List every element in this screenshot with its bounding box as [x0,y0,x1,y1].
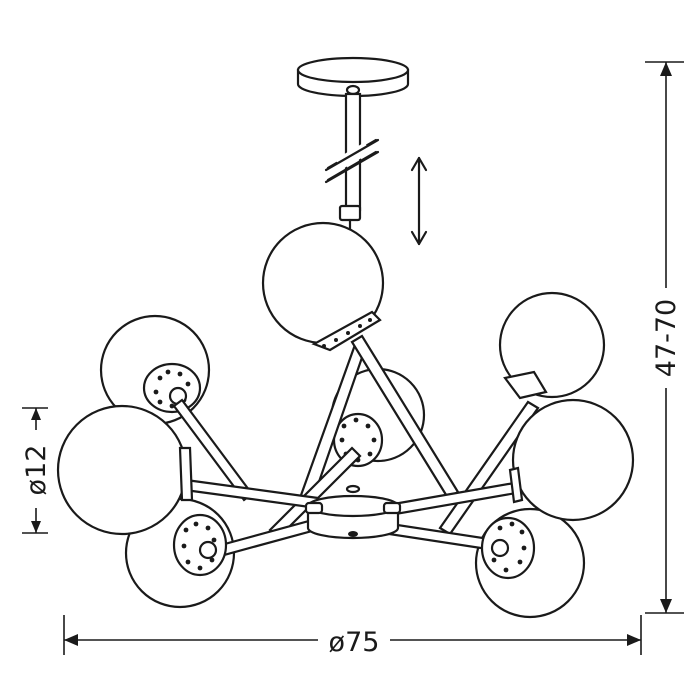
globe-holder-back-right [503,370,548,400]
central-hub [304,484,402,540]
globe-top [261,221,385,352]
ceiling-canopy [296,56,410,98]
globe-holder-lower-right [480,516,536,580]
dimension-width: ø75 [63,615,642,658]
adjustment-arrow [410,156,428,246]
globe-back-right [498,291,606,399]
suspension-rod [324,92,380,242]
dimension-height: 47-70 [645,61,684,614]
globe-holder-back-left [142,362,202,414]
dimension-globe: ø12 [20,407,52,534]
globe-holder-lower-left [172,513,228,577]
globe-right-front [508,398,635,522]
globe-diameter-label: ø12 [21,445,52,496]
height-label: 47-70 [651,299,682,377]
width-label: ø75 [329,627,380,658]
globe-left-front [56,404,194,536]
arms [172,334,540,560]
